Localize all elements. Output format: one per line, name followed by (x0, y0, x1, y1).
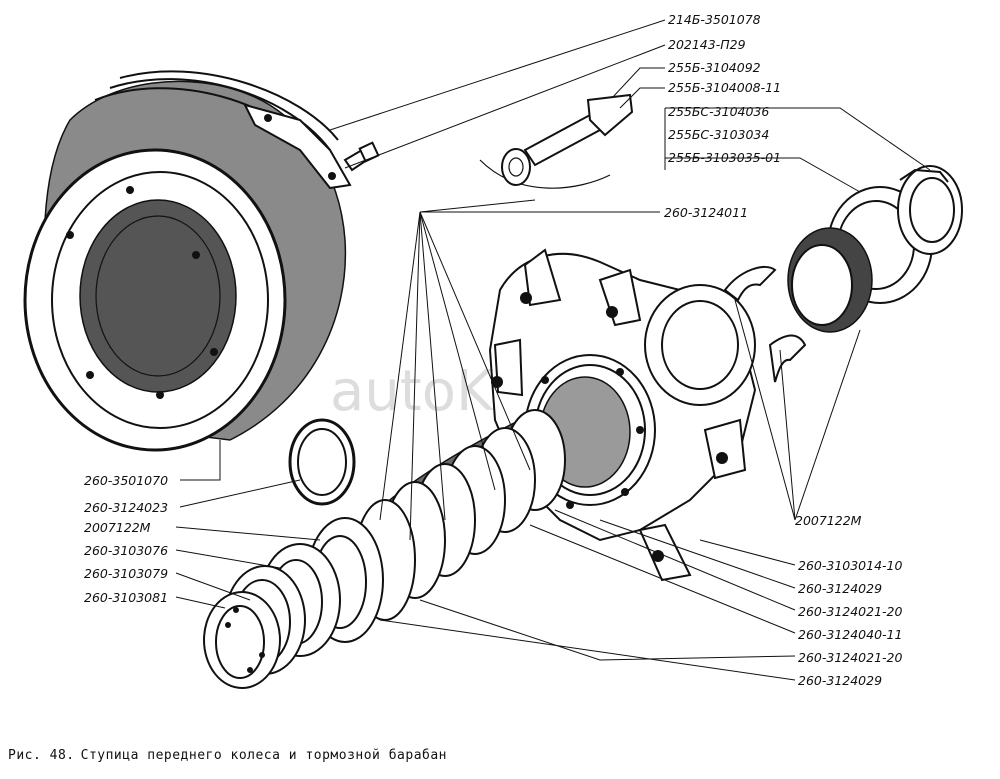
label-255b-3103035-01: 255Б-3103035-01 (668, 150, 781, 165)
label-255bs-3103034: 255БС-3103034 (668, 127, 769, 142)
figure-number: Рис. 48. (8, 748, 75, 763)
part-labels: 214Б-3501078 202143-П29 255Б-3104092 255… (84, 12, 903, 688)
label-260-3103014-10: 260-3103014-10 (798, 558, 903, 573)
label-260-3124023: 260-3124023 (84, 500, 168, 515)
label-260-3103076: 260-3103076 (84, 543, 168, 558)
label-260-3124029-upper: 260-3124029 (798, 581, 882, 596)
label-255bs-3104036: 255БС-3104036 (668, 104, 769, 119)
label-260-3103081: 260-3103081 (84, 590, 168, 605)
label-260-3501070: 260-3501070 (84, 473, 168, 488)
label-260-3124011: 260-3124011 (664, 205, 748, 220)
label-214b-3501078: 214Б-3501078 (668, 12, 761, 27)
label-260-3124021-20-upper: 260-3124021-20 (798, 604, 903, 619)
leader-lines (175, 19, 931, 681)
label-202143-p29: 202143-П29 (668, 37, 746, 52)
spindle-stack (203, 409, 566, 689)
wheel-stud (479, 93, 634, 189)
oil-seal (288, 418, 356, 506)
lock-washer (897, 165, 963, 255)
figure-title: Ступица переднего колеса и тормозной бар… (80, 748, 447, 763)
mounting-bracket (243, 103, 352, 190)
label-2007122m-right: 2007122М (795, 513, 862, 528)
label-260-3103079: 260-3103079 (84, 566, 168, 581)
brake-drum (23, 70, 347, 452)
figure-caption: Рис. 48. Ступица переднего колеса и тормо… (8, 748, 453, 763)
label-255b-3104008-11: 255Б-3104008-11 (668, 80, 781, 95)
label-2007122m-left: 2007122М (84, 520, 151, 535)
label-260-3124029-lower: 260-3124029 (798, 673, 882, 688)
label-255b-3104092: 255Б-3104092 (668, 60, 761, 75)
label-260-3124040-11: 260-3124040-11 (798, 627, 902, 642)
inner-race-halves (723, 265, 807, 383)
label-260-3124021-20-lower: 260-3124021-20 (798, 650, 903, 665)
